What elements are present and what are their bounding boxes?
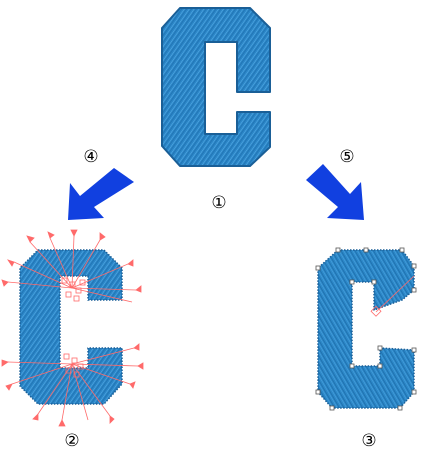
- letter-c-reshaped: [315, 247, 417, 411]
- label-step-3: ③: [361, 431, 377, 451]
- letter-c-with-handles: [1, 229, 144, 427]
- transform-handles: [1, 229, 144, 427]
- label-step-4: ④: [83, 147, 99, 167]
- label-step-1: ①: [211, 193, 227, 213]
- letter-c-original: [161, 7, 271, 167]
- reshape-guide: [370, 275, 415, 317]
- arrow-down-right-icon: [306, 164, 364, 220]
- reshape-nodes: [315, 247, 417, 411]
- label-step-5: ⑤: [339, 147, 355, 167]
- arrow-down-left-icon: [68, 168, 134, 220]
- label-step-2: ②: [64, 431, 80, 451]
